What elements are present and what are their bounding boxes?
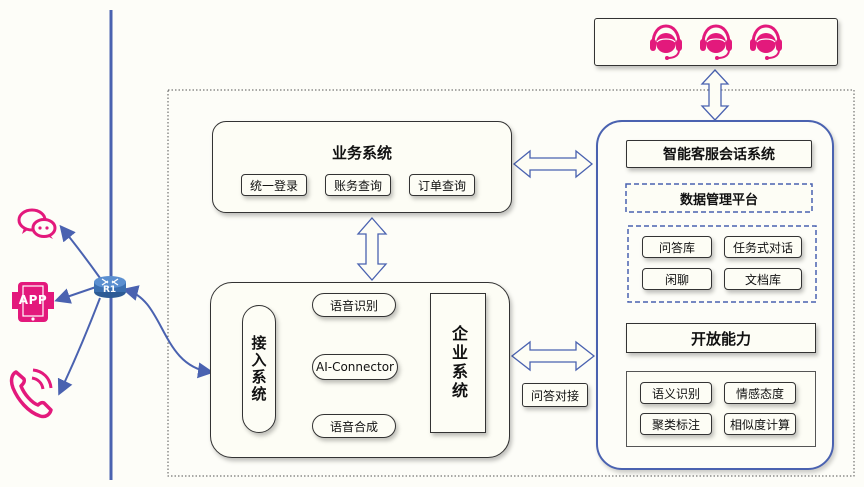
open-ability-title: 开放能力: [626, 323, 816, 353]
app-channel[interactable]: APP: [12, 282, 56, 324]
router[interactable]: R1: [92, 270, 128, 300]
voice-recognition-box[interactable]: 语音识别: [312, 293, 396, 317]
data-platform-frame: [625, 183, 813, 213]
business-smart-double-arrow: [512, 149, 594, 179]
voice-synthesis-box[interactable]: 语音合成: [312, 414, 396, 438]
agents-icons: [649, 24, 783, 60]
agent-headset-icon: [650, 24, 682, 60]
smart-service-container: [596, 120, 834, 470]
business-item-order[interactable]: 订单查询: [409, 174, 475, 196]
agents-panel: [594, 18, 838, 66]
outer-dotted-frame: [167, 89, 855, 477]
module-task-dialog[interactable]: 任务式对话: [724, 236, 802, 258]
agent-headset-icon: [750, 24, 782, 60]
mobile-app-icon: [12, 282, 54, 322]
module-doc-library[interactable]: 文档库: [724, 268, 802, 290]
access-smart-double-arrow: [510, 340, 596, 372]
ability-similarity[interactable]: 相似度计算: [724, 413, 796, 435]
router-icon: [94, 276, 126, 298]
business-access-double-arrow: [356, 217, 388, 281]
wechat-channel[interactable]: [16, 206, 58, 242]
data-platform-label[interactable]: 数据管理平台: [679, 192, 758, 208]
enterprise-system-box[interactable]: 企业系统: [430, 293, 486, 433]
modules-dashed-frame: [627, 225, 817, 303]
phone-icon: [9, 368, 53, 419]
business-item-account[interactable]: 账务查询: [325, 174, 391, 196]
module-chitchat[interactable]: 闲聊: [642, 268, 712, 290]
business-system-box: 业务系统: [212, 121, 512, 213]
ai-connector-box[interactable]: AI-Connector: [312, 354, 398, 380]
router-to-access-line: [122, 285, 214, 379]
phone-channel[interactable]: [8, 366, 54, 420]
access-system-box[interactable]: 接入系统: [242, 305, 276, 433]
app-label: APP: [18, 293, 48, 307]
router-to-app-line: [54, 286, 97, 304]
access-system-label: 接入系统: [249, 335, 268, 403]
ability-clustering[interactable]: 聚类标注: [640, 413, 712, 435]
business-item-login[interactable]: 统一登录: [241, 174, 307, 196]
agent-headset-icon: [700, 24, 732, 60]
smart-service-title: 智能客服会话系统: [626, 140, 812, 168]
router-to-wechat-line: [59, 224, 101, 279]
ability-semantic[interactable]: 语义识别: [640, 382, 712, 404]
enterprise-system-label: 企业系统: [449, 325, 468, 401]
router-label: R1: [103, 285, 117, 295]
ability-sentiment[interactable]: 情感态度: [724, 382, 796, 404]
agents-smart-double-arrow: [700, 69, 730, 121]
module-qa-library[interactable]: 问答库: [642, 236, 712, 258]
wechat-icon: [17, 208, 57, 239]
qa-docking-label: 问答对接: [522, 383, 588, 407]
router-to-phone-line: [57, 297, 101, 396]
business-system-title: 业务系统: [331, 144, 392, 162]
